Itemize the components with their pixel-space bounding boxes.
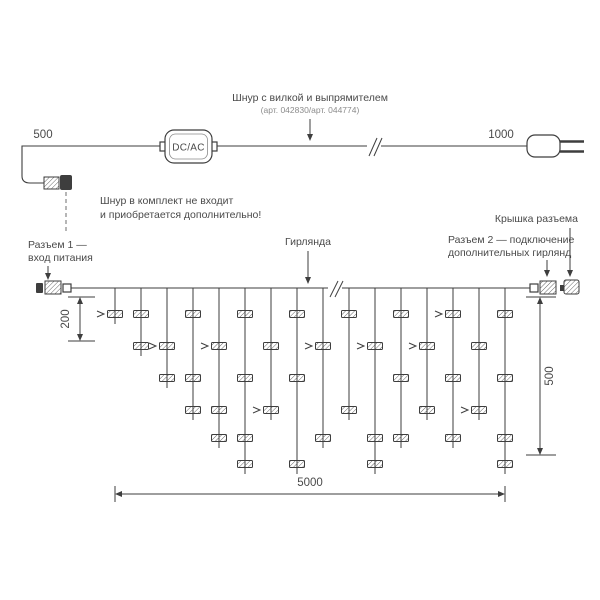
lamp-icon: [133, 342, 149, 350]
lamp-icon: [107, 310, 123, 318]
lamp-icon: [237, 310, 253, 318]
dim-drop-min-value: 200: [60, 309, 72, 328]
lamp-icon: [367, 434, 383, 442]
cord-title: Шнур с вилкой и выпрямителем: [232, 92, 388, 104]
lamp-icon: [419, 342, 435, 350]
lamp-icon: [419, 406, 435, 414]
lamp-icon: [237, 460, 253, 468]
lamp-icon: [497, 310, 513, 318]
lamp-icon: [497, 460, 513, 468]
dim-drop-max-value: 500: [544, 366, 556, 385]
lamp-arrow-icon: [356, 342, 366, 350]
garland: Разъем 1 — вход питания Гирлянда Разъем …: [28, 213, 580, 502]
lamp-icon: [133, 310, 149, 318]
lamp-arrow-icon: [200, 342, 210, 350]
cord-wire-left: [21, 145, 160, 184]
lamp-icon: [237, 434, 253, 442]
lamp-icon: [159, 342, 175, 350]
connector1-label-line2: вход питания: [28, 252, 93, 264]
drops-group: [96, 288, 513, 474]
lamp-icon: [367, 342, 383, 350]
lamp-icon: [393, 374, 409, 382]
cap-label: Крышка разъема: [495, 213, 578, 225]
dim-cord-left: 500: [33, 129, 52, 141]
lamp-icon: [211, 406, 227, 414]
lamp-icon: [471, 342, 487, 350]
connector1-icon: [36, 280, 72, 295]
dc-ac-converter: DC/AC: [159, 129, 218, 164]
lamp-icon: [211, 342, 227, 350]
lamp-icon: [367, 460, 383, 468]
power-plug-icon: [526, 134, 584, 158]
lamp-icon: [289, 310, 305, 318]
lamp-arrow-icon: [304, 342, 314, 350]
lamp-icon: [315, 342, 331, 350]
lamp-icon: [445, 374, 461, 382]
note-line1: Шнур в комплект не входит: [100, 195, 234, 207]
dim-total-value: 5000: [297, 477, 323, 489]
lamp-icon: [393, 434, 409, 442]
break-symbol: [328, 280, 344, 298]
connector2-pointer-arrow: [544, 260, 550, 277]
lamp-icon: [445, 310, 461, 318]
garland-label: Гирлянда: [285, 236, 331, 248]
lamp-arrow-icon: [96, 310, 106, 318]
lamp-icon: [445, 434, 461, 442]
note-line2: и приобретается дополнительно!: [100, 209, 261, 221]
lamp-icon: [185, 310, 201, 318]
dim-drop-min: 200: [60, 296, 95, 342]
lamp-icon: [237, 374, 253, 382]
lamp-icon: [497, 374, 513, 382]
cap-pointer-arrow: [567, 228, 573, 277]
lamp-arrow-icon: [148, 342, 158, 350]
lamp-icon: [263, 406, 279, 414]
connector1-label-line1: Разъем 1 —: [28, 239, 87, 251]
connector1-pointer-arrow: [45, 266, 51, 280]
dc-ac-label: DC/AC: [172, 143, 205, 154]
lamp-arrow-icon: [460, 406, 470, 414]
connector2-icon: [529, 280, 557, 295]
lamp-icon: [185, 374, 201, 382]
lamp-icon: [159, 374, 175, 382]
cord-pointer-arrow: [307, 119, 313, 141]
lamp-icon: [263, 342, 279, 350]
lamp-icon: [341, 406, 357, 414]
lamp-icon: [341, 310, 357, 318]
lamp-icon: [289, 460, 305, 468]
connector2-label-line2: дополнительных гирлянд: [448, 247, 571, 259]
lamp-icon: [471, 406, 487, 414]
dim-drop-max: 500: [526, 296, 556, 456]
lamp-icon: [185, 406, 201, 414]
lamp-icon: [393, 310, 409, 318]
lamp-icon: [211, 434, 227, 442]
connector2-label-line1: Разъем 2 — подключение: [448, 234, 575, 246]
dim-total: 5000: [114, 477, 506, 502]
garland-pointer-arrow: [305, 251, 311, 284]
break-symbol: [367, 137, 383, 157]
lamp-icon: [289, 374, 305, 382]
dim-cord-right: 1000: [488, 129, 514, 141]
lamp-arrow-icon: [252, 406, 262, 414]
cord-sku: (арт. 042830/арт. 044774): [261, 105, 360, 115]
power-cord: DC/AC 500 1000 Шнур с вилкой и выпрямите…: [21, 92, 584, 232]
cap-icon: [560, 279, 580, 295]
lamp-arrow-icon: [408, 342, 418, 350]
lamp-icon: [497, 434, 513, 442]
lamp-icon: [315, 434, 331, 442]
lamp-arrow-icon: [434, 310, 444, 318]
inline-connector-icon: [43, 175, 72, 190]
